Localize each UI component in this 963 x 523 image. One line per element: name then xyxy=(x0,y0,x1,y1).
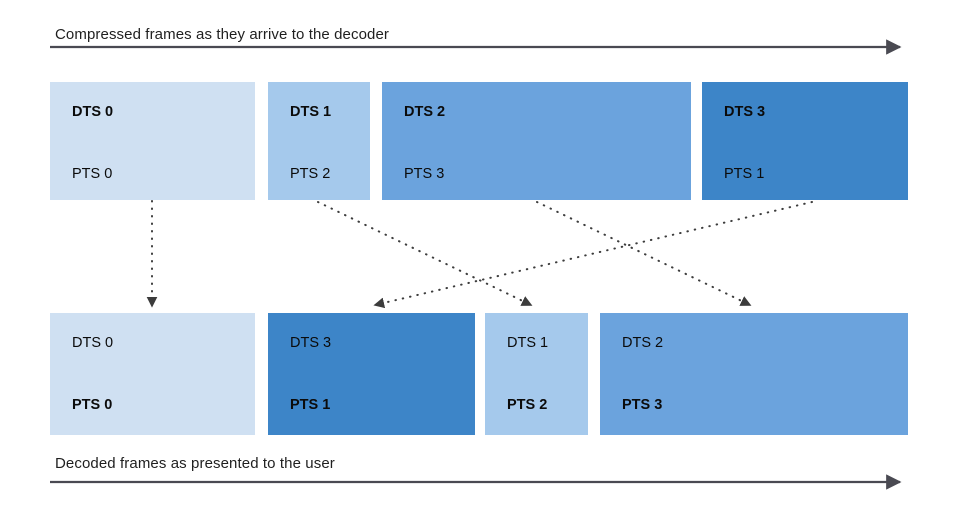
frame-dts-label: DTS 0 xyxy=(72,335,114,351)
connector-dts1-to-pts2 xyxy=(317,201,533,306)
top-frame-1: DTS 1 PTS 2 xyxy=(268,82,370,200)
frame-pts-label: PTS 0 xyxy=(72,166,113,182)
top-frame-2: DTS 2 PTS 3 xyxy=(382,82,691,200)
connector-dts2-to-pts3 xyxy=(536,201,752,306)
frame-pts-label: PTS 2 xyxy=(290,166,331,182)
frame-dts-label: DTS 1 xyxy=(290,104,332,120)
frame-dts-label: DTS 2 xyxy=(404,104,446,120)
top-frame-3: DTS 3 PTS 1 xyxy=(702,82,908,200)
top-frame-0: DTS 0 PTS 0 xyxy=(50,82,255,200)
bottom-frame-2: DTS 1 PTS 2 xyxy=(485,313,588,435)
frame-pts-label: PTS 2 xyxy=(507,397,548,413)
top-axis-label: Compressed frames as they arrive to the … xyxy=(55,26,390,43)
frame-pts-label: PTS 1 xyxy=(290,397,331,413)
frame-dts-label: DTS 3 xyxy=(724,104,766,120)
frame-dts-label: DTS 1 xyxy=(507,335,549,351)
frame-dts-label: DTS 3 xyxy=(290,335,332,351)
frame-pts-label: PTS 0 xyxy=(72,397,113,413)
frame-pts-label: PTS 1 xyxy=(724,166,765,182)
bottom-frame-0: DTS 0 PTS 0 xyxy=(50,313,255,435)
frame-dts-label: DTS 2 xyxy=(622,335,664,351)
frame-dts-label: DTS 0 xyxy=(72,104,114,120)
bottom-axis-label: Decoded frames as presented to the user xyxy=(55,455,335,472)
bottom-frame-3: DTS 2 PTS 3 xyxy=(600,313,908,435)
connector-dts3-to-pts1 xyxy=(373,201,813,309)
frame-pts-label: PTS 3 xyxy=(404,166,445,182)
bottom-frame-1: DTS 3 PTS 1 xyxy=(268,313,475,435)
frame-pts-label: PTS 3 xyxy=(622,397,663,413)
